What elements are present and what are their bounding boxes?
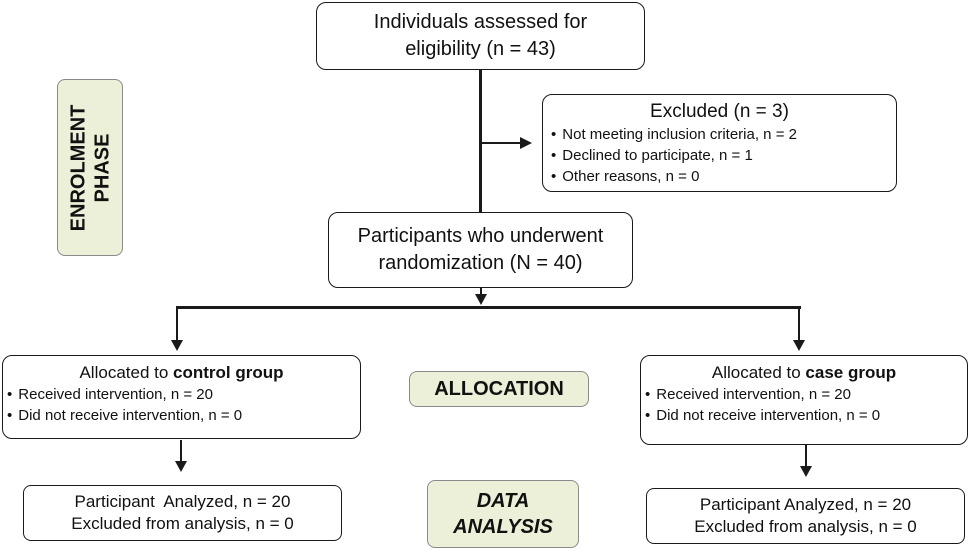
case-allocation-item: Received intervention, n = 20 [645, 384, 967, 405]
arrow-control-analysis-icon [175, 461, 187, 472]
arrow-control-icon [171, 340, 183, 351]
case-analysis-box: Participant Analyzed, n = 20 Excluded fr… [646, 488, 965, 544]
control-allocation-title: Allocated to control group [3, 362, 360, 384]
data-analysis-label: DATA ANALYSIS [427, 480, 579, 548]
connector-excluded-horizontal [481, 142, 521, 144]
randomization-box: Participants who underwent randomization… [328, 212, 633, 288]
excluded-item: Declined to participate, n = 1 [551, 145, 896, 166]
eligibility-line1: Individuals assessed for [373, 11, 588, 33]
control-allocation-box: Allocated to control group Received inte… [2, 355, 361, 439]
excluded-box: Excluded (n = 3) Not meeting inclusion c… [542, 94, 897, 192]
control-allocation-item: Did not receive intervention, n = 0 [7, 405, 360, 426]
case-allocation-box: Allocated to case group Received interve… [640, 355, 968, 445]
data-analysis-line1: DATA [476, 490, 530, 512]
case-allocation-title: Allocated to case group [641, 362, 967, 384]
randomization-line2: randomization (N = 40) [378, 252, 583, 274]
arrow-case-analysis-icon [800, 466, 812, 477]
control-excluded-analysis: Excluded from analysis, n = 0 [71, 514, 294, 533]
enrolment-phase-line2: PHASE [91, 133, 114, 202]
case-allocation-prefix: Allocated to [711, 363, 806, 382]
case-analyzed: Participant Analyzed, n = 20 [699, 495, 912, 514]
enrolment-phase-line1: ENROLMENT [67, 104, 90, 231]
excluded-title: Excluded (n = 3) [650, 101, 789, 122]
control-analysis-box: Participant Analyzed, n = 20 Excluded fr… [23, 485, 342, 541]
control-group-name: control group [173, 363, 284, 382]
control-allocation-item: Received intervention, n = 20 [7, 384, 360, 405]
arrow-randomization-icon [475, 294, 487, 305]
control-analyzed: Participant Analyzed, n = 20 [74, 492, 291, 511]
connector-randomization-down [480, 288, 482, 296]
case-allocation-item: Did not receive intervention, n = 0 [645, 405, 967, 426]
connector-main-vertical [479, 70, 482, 212]
enrolment-phase-label: ENROLMENT PHASE [57, 79, 123, 256]
data-analysis-line2: ANALYSIS [453, 516, 553, 538]
excluded-item: Other reasons, n = 0 [551, 166, 896, 187]
arrow-excluded-icon [520, 137, 532, 149]
control-allocation-list: Received intervention, n = 20 Did not re… [7, 384, 360, 426]
connector-case-analysis [805, 445, 807, 467]
control-allocation-prefix: Allocated to [79, 363, 174, 382]
eligibility-box: Individuals assessed for eligibility (n … [316, 2, 645, 70]
case-group-name: case group [805, 363, 897, 382]
allocation-label: ALLOCATION [409, 371, 589, 407]
case-excluded-analysis: Excluded from analysis, n = 0 [694, 517, 917, 536]
case-allocation-list: Received intervention, n = 20 Did not re… [645, 384, 967, 426]
excluded-list: Not meeting inclusion criteria, n = 2 De… [551, 124, 896, 187]
connector-split-horizontal [176, 306, 801, 309]
arrow-case-icon [793, 340, 805, 351]
connector-control-vertical [176, 306, 178, 340]
randomization-line1: Participants who underwent [357, 225, 604, 247]
excluded-item: Not meeting inclusion criteria, n = 2 [551, 124, 896, 145]
eligibility-line2: eligibility (n = 43) [405, 38, 556, 60]
connector-case-vertical [798, 306, 800, 340]
connector-control-analysis [180, 440, 182, 462]
